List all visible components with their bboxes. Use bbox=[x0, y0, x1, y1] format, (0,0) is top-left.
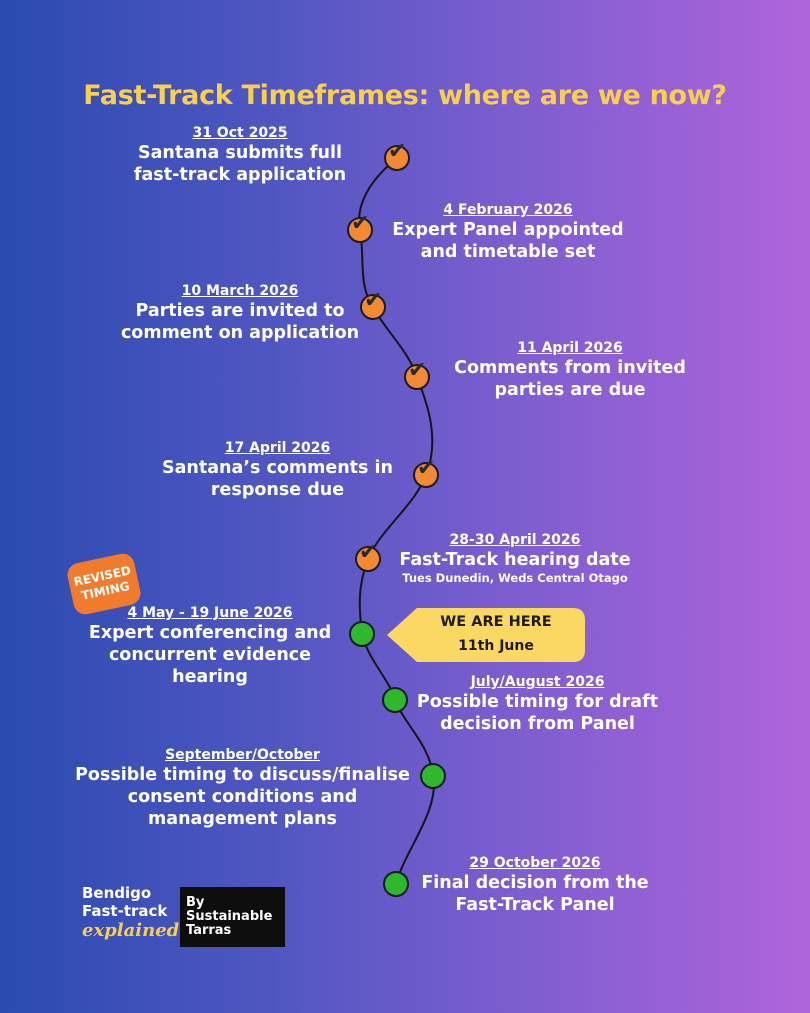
event-3: 10 March 2026 Parties are invited to com… bbox=[110, 282, 370, 344]
event-desc: Expert conferencing and concurrent evide… bbox=[88, 623, 332, 687]
event-date: 4 February 2026 bbox=[443, 202, 573, 218]
brand-line2: Fast-track bbox=[82, 902, 168, 920]
check-icon: ✔ bbox=[388, 139, 407, 164]
event-sub: Tues Dunedin, Weds Central Otago bbox=[402, 571, 628, 585]
event-desc: Comments from invited parties are due bbox=[454, 358, 686, 400]
event-date: 29 October 2026 bbox=[469, 855, 601, 871]
timeline-node-5: ✔ bbox=[413, 456, 439, 488]
we-are-here-callout: WE ARE HERE 11th June bbox=[387, 606, 587, 664]
event-date: 17 April 2026 bbox=[224, 440, 331, 456]
timeline-node-6: ✔ bbox=[355, 540, 381, 572]
callout-title: WE ARE HERE bbox=[440, 614, 552, 630]
event-date: 31 Oct 2025 bbox=[192, 125, 288, 141]
timeline-node-10 bbox=[383, 871, 409, 897]
event-desc: Santana submits full fast-track applicat… bbox=[133, 143, 347, 185]
timeline-node-3: ✔ bbox=[360, 288, 386, 320]
sustainable-tarras-logo: By Sustainable Tarras bbox=[180, 887, 285, 947]
event-8: July/August 2026 Possible timing for dra… bbox=[410, 673, 665, 735]
timeline-node-7 bbox=[349, 621, 375, 647]
by-line1: By bbox=[186, 895, 205, 910]
event-date: July/August 2026 bbox=[470, 674, 605, 690]
event-desc: Possible timing for draft decision from … bbox=[416, 692, 659, 734]
event-9: September/October Possible timing to dis… bbox=[70, 746, 415, 830]
timeline-node-9 bbox=[420, 763, 446, 789]
page-title: Fast-Track Timeframes: where are we now? bbox=[83, 80, 727, 111]
check-icon: ✔ bbox=[408, 358, 427, 383]
brand-line3: explained bbox=[82, 920, 180, 941]
event-desc: Possible timing to discuss/finalise cons… bbox=[75, 765, 410, 829]
by-line3: Tarras bbox=[186, 923, 232, 938]
event-date: 11 April 2026 bbox=[517, 340, 623, 356]
check-icon: ✔ bbox=[351, 211, 370, 236]
check-icon: ✔ bbox=[359, 540, 378, 565]
event-date: September/October bbox=[165, 747, 320, 763]
event-desc: Santana’s comments in response due bbox=[162, 458, 393, 500]
timeline-node-4: ✔ bbox=[404, 358, 430, 390]
event-4: 11 April 2026 Comments from invited part… bbox=[445, 339, 695, 401]
event-1: 31 Oct 2025 Santana submits full fast-tr… bbox=[100, 124, 380, 186]
timeline-node-8 bbox=[382, 687, 408, 713]
event-desc: Expert Panel appointed and timetable set bbox=[392, 220, 624, 262]
brand-logo: Bendigo Fast-track explained bbox=[82, 884, 179, 942]
event-10: 29 October 2026 Final decision from the … bbox=[415, 854, 655, 916]
timeline-node-2: ✔ bbox=[347, 211, 373, 243]
check-icon: ✔ bbox=[364, 288, 383, 313]
event-date: 4 May - 19 June 2026 bbox=[127, 605, 293, 621]
event-6: 28-30 April 2026 Fast-Track hearing date… bbox=[390, 531, 640, 585]
event-date: 28-30 April 2026 bbox=[449, 532, 581, 548]
event-date: 10 March 2026 bbox=[181, 283, 299, 299]
callout-date: 11th June bbox=[458, 638, 534, 654]
event-5: 17 April 2026 Santana’s comments in resp… bbox=[150, 439, 405, 501]
event-2: 4 February 2026 Expert Panel appointed a… bbox=[388, 201, 628, 263]
event-desc: Final decision from the Fast-Track Panel bbox=[421, 873, 649, 915]
callout-shape bbox=[387, 608, 585, 662]
brand-line1: Bendigo bbox=[82, 884, 152, 902]
event-7: 4 May - 19 June 2026 Expert conferencing… bbox=[80, 604, 340, 688]
event-desc: Fast-Track hearing date bbox=[399, 550, 631, 570]
event-desc: Parties are invited to comment on applic… bbox=[120, 301, 360, 343]
check-icon: ✔ bbox=[417, 456, 436, 481]
timeline-node-1: ✔ bbox=[384, 139, 410, 171]
by-line2: Sustainable bbox=[186, 909, 273, 924]
